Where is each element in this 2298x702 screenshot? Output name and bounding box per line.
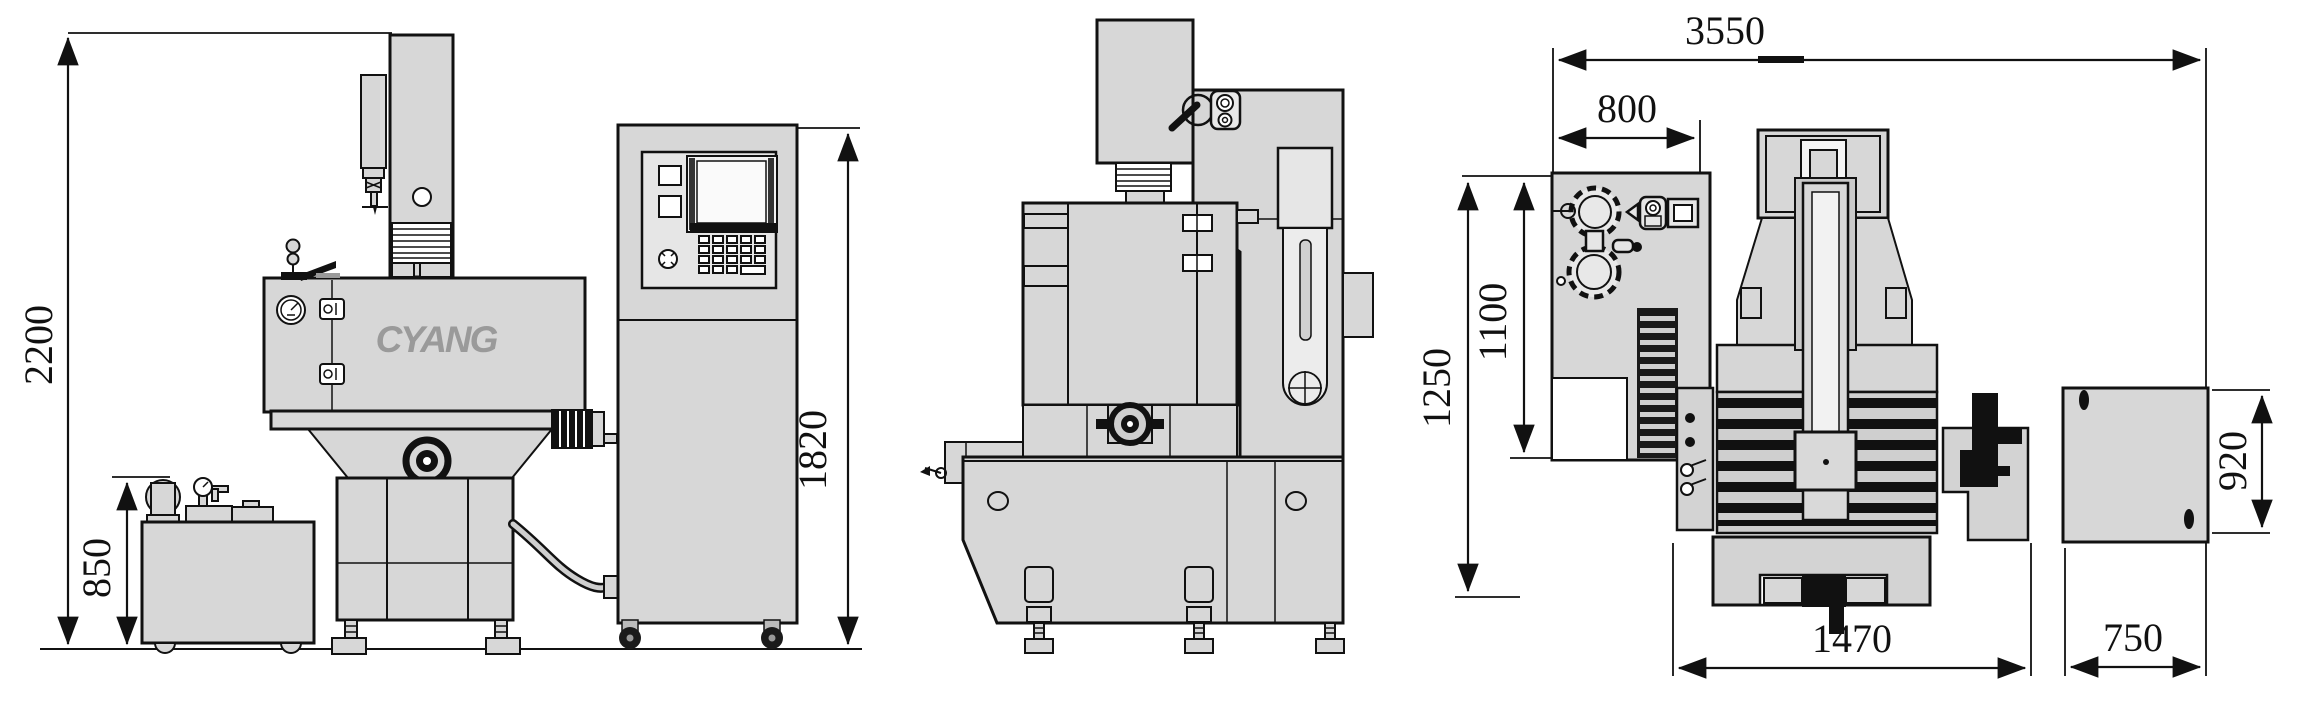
control-cabinet-front	[616, 123, 799, 649]
cabinet-plan	[2061, 386, 2210, 544]
dim-cabinet-depth-label: 920	[2210, 431, 2255, 491]
hand-hole	[1285, 491, 1307, 511]
dim-machine-length: 1470	[1672, 543, 2032, 679]
leveling-foot	[1184, 622, 1214, 654]
caster-wheel	[619, 619, 641, 649]
pedestal	[335, 476, 515, 622]
work-tank-body	[262, 276, 587, 414]
tank-gauge	[276, 295, 306, 325]
column-hole	[412, 187, 432, 207]
louver-grille	[1637, 308, 1678, 458]
door-hinge	[319, 298, 345, 320]
quill-guide	[1282, 227, 1328, 406]
dim-filter-unit-width: 800	[1557, 86, 1701, 176]
caster-wheel	[761, 619, 783, 649]
machine-base-front	[269, 409, 621, 655]
dim-filter-tank-height: 850	[74, 476, 170, 646]
leveling-foot	[1024, 622, 1054, 654]
dim-machine-length-label: 1470	[1812, 616, 1892, 661]
head-bellows	[1115, 162, 1172, 205]
dim-filter-unit-depth-label: 1100	[1470, 283, 1515, 362]
column-side-box	[1342, 272, 1374, 338]
dim-overall-length-label: 3550	[1685, 8, 1765, 53]
cabinet-handle	[2079, 390, 2089, 410]
cyang-logo: CYANG	[376, 319, 498, 360]
side-view	[920, 18, 1374, 654]
dim-cabinet-depth: 920	[2210, 389, 2273, 534]
panel-knob	[658, 249, 678, 269]
leveling-foot	[1315, 622, 1345, 654]
table-band-side	[1022, 402, 1238, 458]
dim-cabinet-height: 1820	[790, 127, 860, 646]
dim-cabinet-width-label: 750	[2103, 615, 2163, 660]
dim-cabinet-width: 750	[2064, 548, 2202, 678]
axis-motor-plan	[1941, 393, 2030, 542]
work-tank: CYANG	[262, 238, 587, 414]
side-accessory-strip	[1675, 386, 1715, 532]
dim-overall-depth-label: 1250	[1414, 348, 1459, 428]
dim-filter-tank-height-label: 850	[74, 538, 119, 598]
column-recess-panel	[1276, 146, 1334, 230]
work-tank-side	[1021, 201, 1259, 407]
keypad	[698, 235, 766, 275]
dim-filter-unit-depth: 1100	[1470, 181, 1556, 459]
leveling-foot	[485, 619, 521, 655]
base-tongue-plan	[1711, 535, 1932, 634]
electrode-plate-plan	[1793, 430, 1858, 492]
head-knob-plate	[1209, 89, 1242, 131]
filter-tank-body	[140, 520, 316, 645]
hand-hole	[987, 491, 1009, 511]
door-hinge	[319, 363, 345, 385]
dim-overall-depth: 1250	[1414, 175, 1556, 598]
electrode-chuck	[362, 167, 388, 215]
machine-plan	[1675, 128, 2030, 634]
machine-base-side	[961, 455, 1345, 654]
dim-overall-height: 2200	[16, 32, 392, 646]
dim-overall-length: 3550	[1552, 8, 2207, 676]
crt-screen	[686, 155, 778, 233]
quill-ram	[360, 74, 387, 169]
handwheel	[1108, 402, 1152, 446]
dim-filter-unit-width-label: 800	[1597, 86, 1657, 131]
dim-overall-height-label: 2200	[16, 305, 61, 385]
panel-button	[658, 165, 682, 186]
dim-cabinet-height-label: 1820	[790, 410, 835, 490]
panel-button	[658, 195, 682, 218]
crank-handle	[935, 467, 947, 479]
filter-tank-unit	[140, 477, 316, 654]
table	[269, 409, 590, 431]
filter-canister	[1568, 185, 1622, 239]
machine-column	[360, 33, 455, 279]
pump-plan	[1624, 195, 1700, 231]
top-view: 3550 800 1250 1100	[1414, 8, 2273, 679]
cable-connector-block	[551, 409, 618, 449]
spindle-head	[1095, 18, 1195, 165]
drain-lever	[281, 238, 340, 281]
bellows	[391, 222, 452, 264]
front-view: 2200 850	[16, 32, 862, 655]
flexible-hose	[508, 519, 621, 599]
cabinet-handle	[2184, 509, 2194, 529]
filter-canister	[1566, 244, 1622, 300]
leveling-foot	[331, 619, 367, 655]
